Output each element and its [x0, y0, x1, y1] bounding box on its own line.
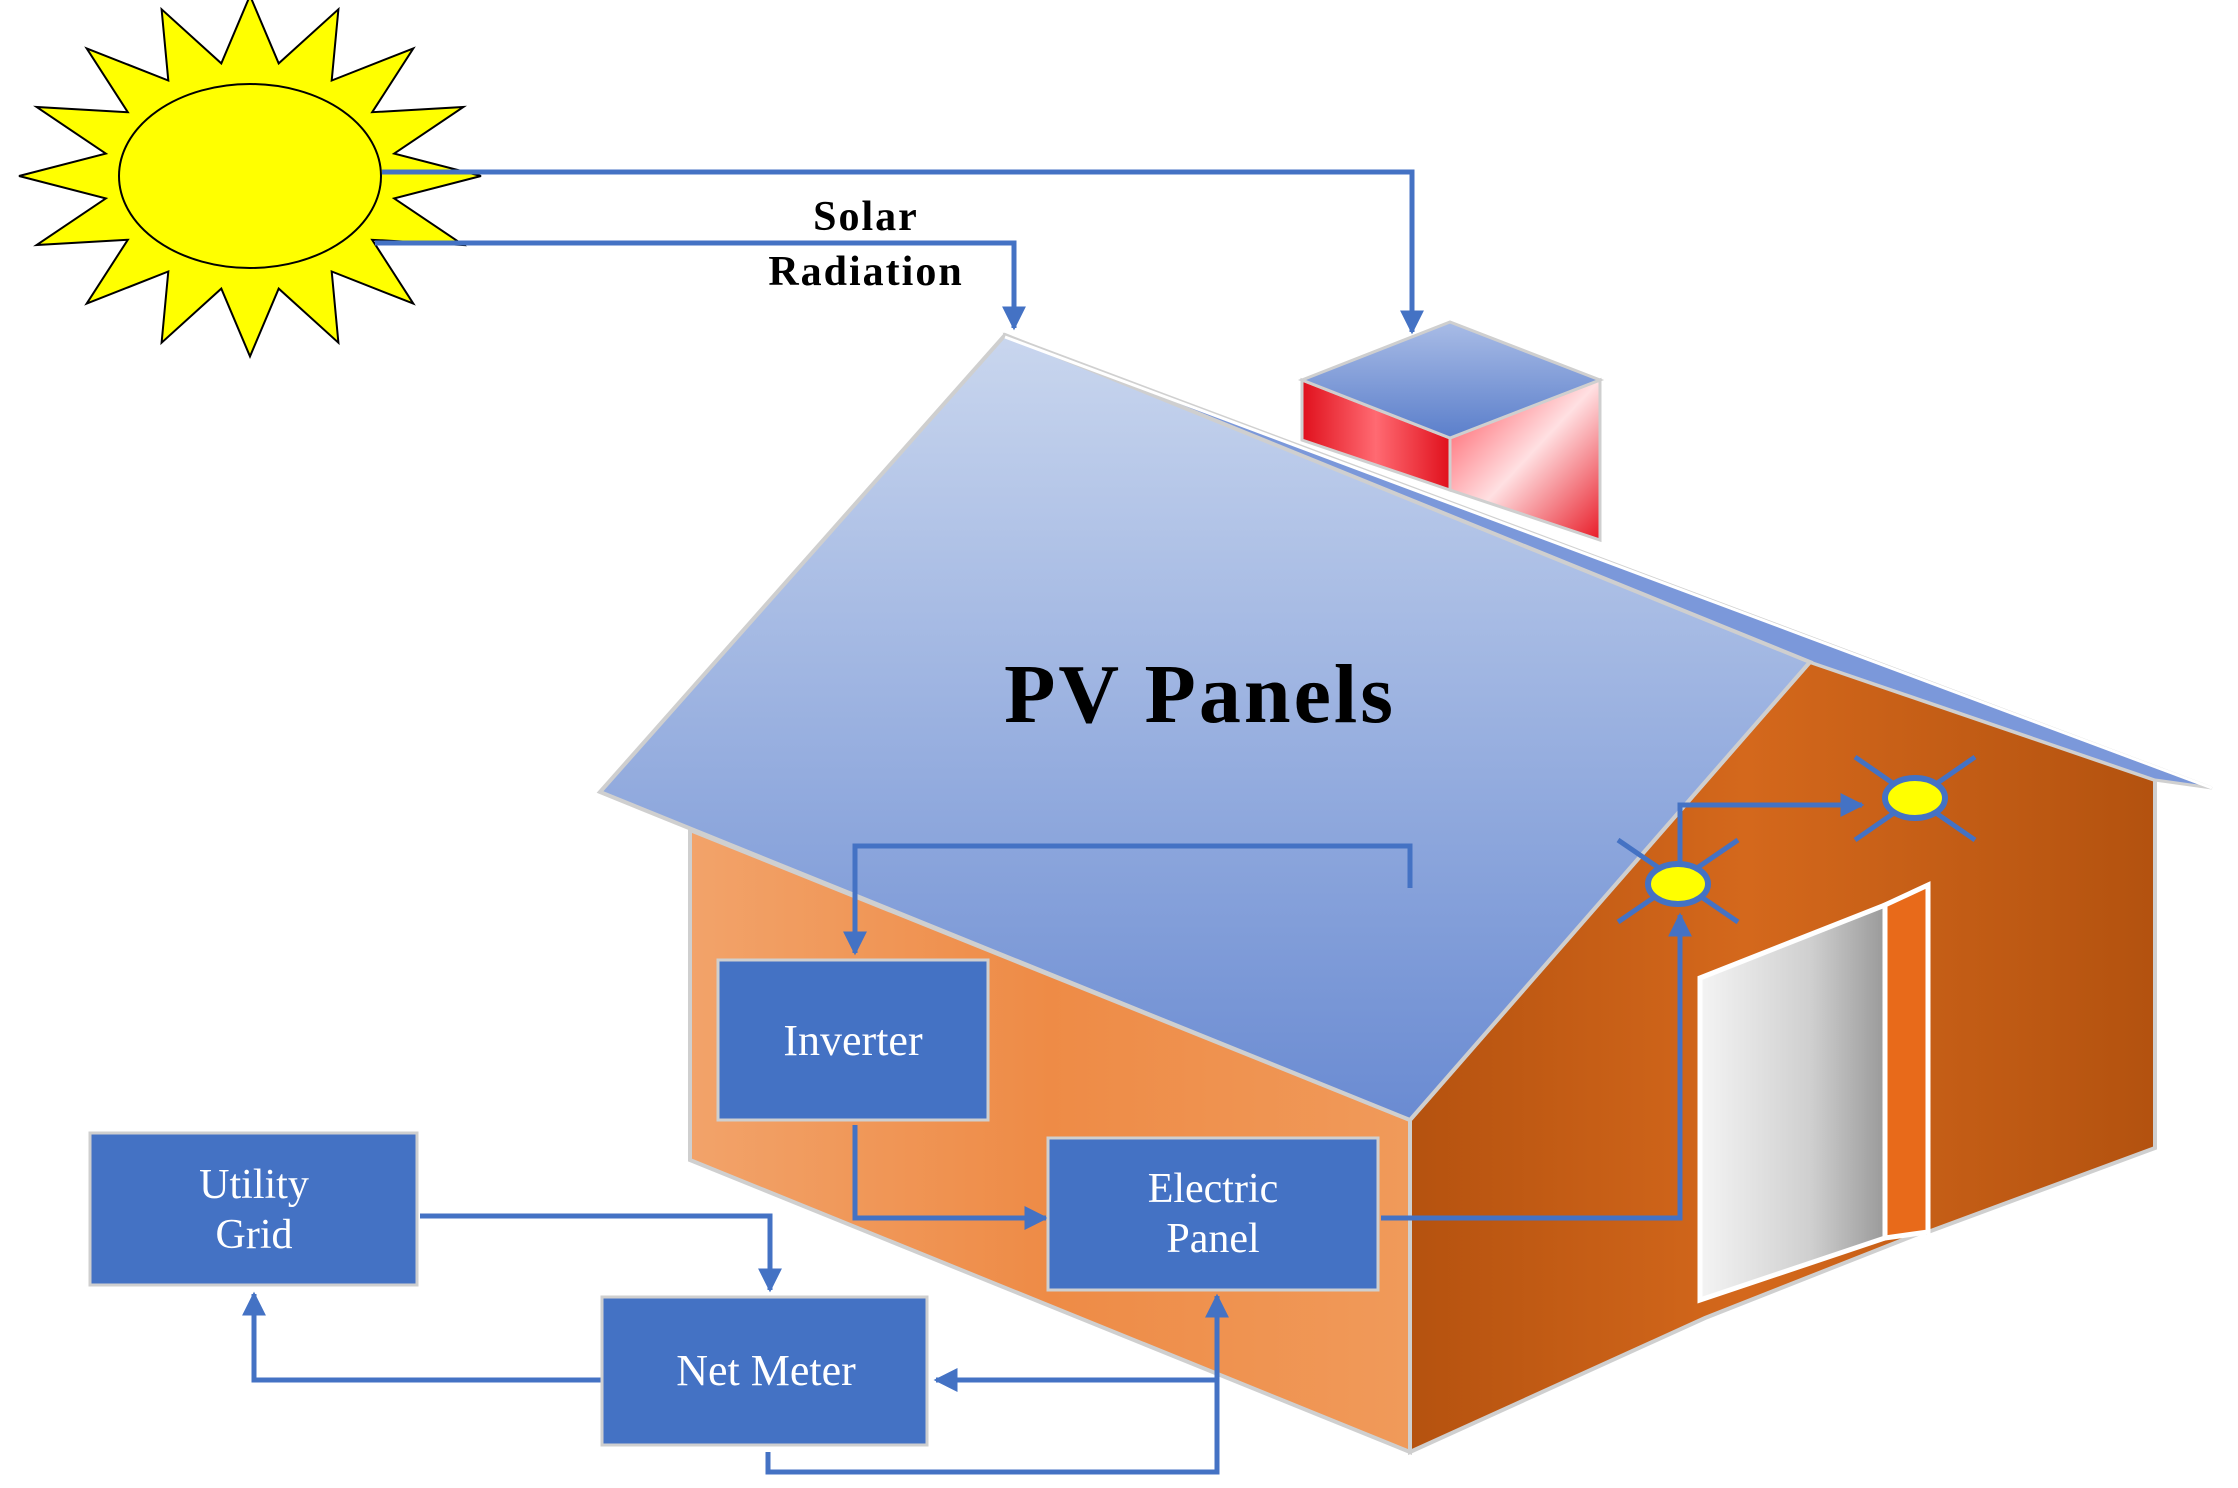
radiation-arrow-chimney	[382, 169, 1424, 335]
solar-radiation-label-line1: Solar	[813, 194, 919, 240]
meter-to-panel-line	[765, 1293, 1229, 1475]
house	[596, 320, 2213, 1456]
meter-to-grid-line	[242, 1291, 602, 1383]
inverter-to-panel-line	[852, 1125, 1049, 1230]
roof-ridge	[1004, 335, 2213, 790]
door	[1697, 901, 1888, 1304]
inverter-box: Inverter	[716, 958, 990, 1122]
sun-icon	[18, 0, 482, 359]
solar-radiation-label-line2: Radiation	[768, 249, 963, 295]
net-meter-box: Net Meter	[600, 1295, 929, 1447]
panel-to-light-line	[1381, 912, 1692, 1221]
door-frame	[1882, 881, 1931, 1241]
pv-roof	[596, 332, 1814, 1123]
radiation-arrow-roof	[375, 240, 1026, 331]
inverter-label: Inverter	[783, 1016, 923, 1065]
chimney	[1297, 320, 1605, 543]
electric-panel-label-line1: Electric	[1148, 1166, 1279, 1212]
utility-grid-box: Utility Grid	[88, 1131, 419, 1287]
grid-to-meter-line	[420, 1213, 782, 1293]
pv-panels-label: PV Panels	[1004, 648, 1396, 741]
utility-grid-label-line2: Grid	[216, 1212, 293, 1258]
electric-panel-label-line2: Panel	[1166, 1216, 1259, 1262]
flow-lines	[242, 169, 1865, 1475]
electric-panel-box: Electric Panel	[1046, 1136, 1380, 1292]
net-meter-label: Net Meter	[676, 1346, 856, 1395]
light-bulb-icon	[1853, 754, 1977, 843]
utility-grid-label-line1: Utility	[199, 1162, 309, 1208]
light-to-light-line	[1677, 793, 1865, 880]
light-bulb-icon	[1616, 837, 1740, 925]
roof-to-inverter-line	[843, 843, 1413, 956]
